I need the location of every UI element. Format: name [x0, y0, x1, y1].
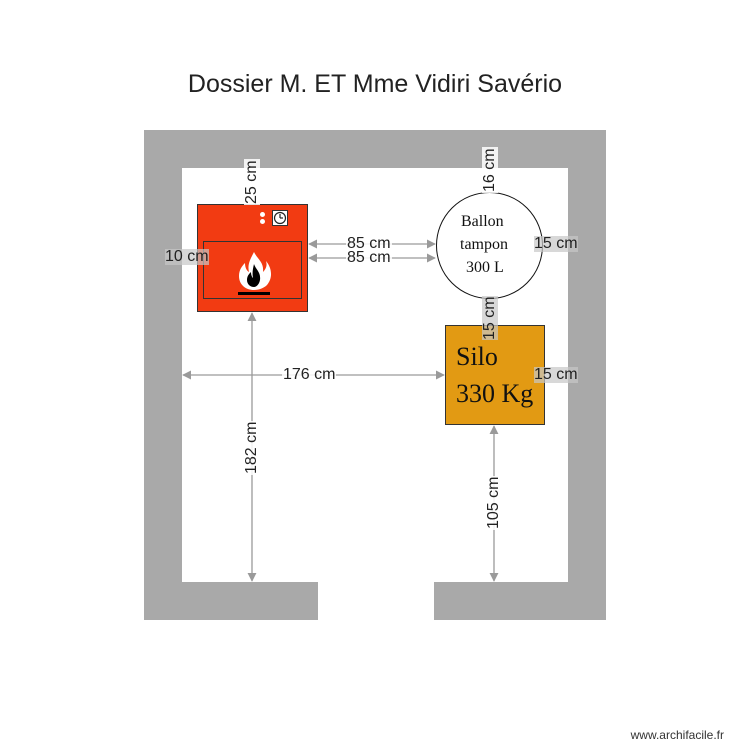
dim-wall-silo: 176 cm [282, 366, 337, 383]
silo-label-line2: 330 Kg [456, 379, 534, 408]
dim-boiler-top: 25 cm [243, 159, 260, 205]
flame-icon [238, 252, 272, 295]
dim-boiler-floor: 182 cm [243, 420, 260, 475]
boiler-firebox [203, 241, 302, 299]
indicator-dot [260, 212, 265, 217]
indicator-dot [260, 219, 265, 224]
silo-label-line1: Silo [456, 342, 498, 371]
dim-boiler-tank-upper: 85 cm [346, 235, 392, 252]
dim-tank-silo: 15 cm [481, 296, 498, 340]
dim-silo-floor: 105 cm [485, 475, 502, 530]
tank-label-line3: 300 L [466, 259, 504, 276]
dim-silo-right: 15 cm [534, 366, 578, 383]
dim-boiler-left: 10 cm [165, 248, 209, 265]
boiler[interactable] [197, 204, 308, 312]
dim-tank-top: 16 cm [481, 147, 498, 193]
tank-label-line2: tampon [460, 236, 508, 253]
tank-label-line1: Ballon [461, 213, 504, 230]
dim-boiler-tank-lower: 85 cm [346, 249, 392, 266]
silo[interactable]: Silo 330 Kg [445, 325, 545, 425]
clock-icon [272, 210, 288, 226]
plan-title: Dossier M. ET Mme Vidiri Savério [187, 70, 563, 98]
watermark[interactable]: www.archifacile.fr [630, 728, 724, 742]
door-opening [318, 582, 434, 620]
dim-tank-right: 15 cm [534, 235, 578, 252]
